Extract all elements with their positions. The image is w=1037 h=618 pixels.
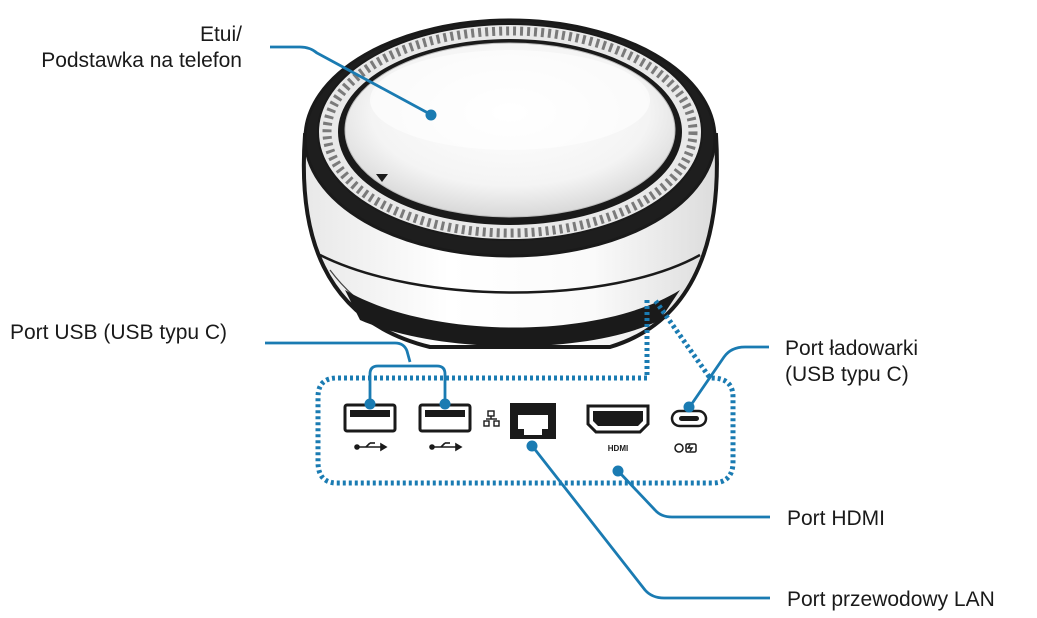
label-charger-port: Port ładowarki (USB typu C) <box>785 336 918 388</box>
leader-lan <box>531 446 770 600</box>
leader-hdmi <box>618 472 770 519</box>
usb-icon <box>429 442 463 452</box>
leader-dots <box>364 109 695 477</box>
dock-grip-ticks <box>322 26 698 238</box>
leader-lines <box>265 45 770 600</box>
hdmi-marking: HDMI <box>608 444 628 453</box>
usb-icon <box>354 442 388 452</box>
network-icon <box>483 410 500 427</box>
label-hdmi-port: Port HDMI <box>787 507 886 530</box>
label-case-line1: Etui/ <box>199 23 242 46</box>
label-usb-port: Port USB (USB typu C) <box>10 321 228 344</box>
label-charger-line1: Port ładowarki <box>785 337 919 360</box>
label-charger-line2: (USB typu C) <box>785 363 909 386</box>
port-panel-outline <box>315 298 736 486</box>
label-lan-port: Port przewodowy LAN <box>787 588 995 611</box>
orientation-triangle-icon <box>376 174 388 182</box>
leader-usb <box>265 341 412 363</box>
label-case-stand: Etui/ Podstawka na telefon <box>20 22 242 74</box>
label-case-line2: Podstawka na telefon <box>41 49 242 72</box>
charging-icon <box>674 443 697 453</box>
leader-usb-bracket <box>368 364 447 404</box>
leader-charger <box>689 345 769 406</box>
charger-port <box>670 409 708 428</box>
lan-port <box>510 403 556 439</box>
hdmi-port <box>586 404 650 434</box>
leader-case <box>270 45 429 115</box>
usb-port-2 <box>418 403 472 433</box>
